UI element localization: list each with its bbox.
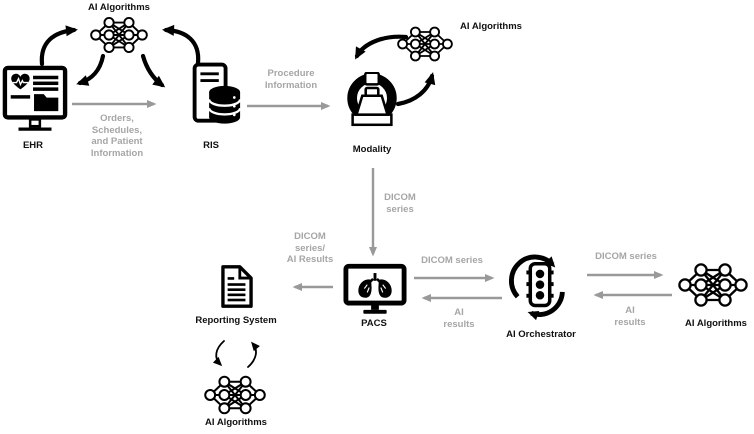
monitor-lungs-icon [343, 263, 407, 318]
arrow-ehr-to-ai-top [39, 25, 78, 67]
label-ai-algorithms-bottom: AI Algorithms [205, 417, 267, 428]
server-database-icon [183, 62, 243, 132]
neural-network-icon [676, 262, 750, 308]
neural-network-icon [397, 24, 453, 64]
flow-label-ai-results-far: AI results [614, 305, 646, 328]
flow-label-dicom-series-right: DICOM series [421, 255, 483, 266]
label-ai-algorithms-right: AI Algorithms [685, 318, 747, 329]
label-ai-algorithms-top: AI Algorithms [88, 2, 150, 13]
flow-label-dicom-ai-results: DICOM series/ AI Results [286, 231, 334, 266]
scanner-gantry-icon [340, 72, 404, 134]
traffic-light-cycle-icon [506, 252, 574, 324]
arrow-reporting-to-ai-bottom [212, 340, 225, 367]
label-ehr: EHR [22, 140, 44, 151]
neural-network-icon [90, 15, 148, 55]
flow-label-orders-schedules: Orders, Schedules, and Patient Informati… [90, 113, 144, 159]
document-icon [219, 264, 255, 309]
arrow-ai-modality-to-modality [354, 34, 409, 60]
flow-label-dicom-series-vertical: DICOM series [384, 192, 416, 215]
label-modality: Modality [352, 144, 392, 155]
arrow-ai-top-to-ris [140, 53, 166, 88]
label-ai-algorithms-modality: AI Algorithms [460, 21, 522, 32]
arrow-ai-top-to-ehr [76, 53, 106, 86]
arrow-ai-bottom-to-reporting [247, 341, 260, 368]
label-reporting-system: Reporting System [195, 315, 277, 326]
flow-label-dicom-series-far: DICOM series [595, 251, 657, 262]
flow-label-procedure-information: Procedure Information [264, 68, 318, 91]
label-ai-orchestrator: AI Orchestrator [506, 329, 576, 340]
neural-network-icon [204, 374, 266, 416]
ehr-monitor-icon [2, 64, 68, 136]
arrow-ris-to-ai-top [162, 24, 201, 66]
label-pacs: PACS [361, 318, 387, 329]
arrow-modality-to-ai-modality [395, 72, 436, 107]
flow-label-ai-results-left: AI results [443, 307, 475, 330]
label-ris: RIS [203, 140, 219, 151]
